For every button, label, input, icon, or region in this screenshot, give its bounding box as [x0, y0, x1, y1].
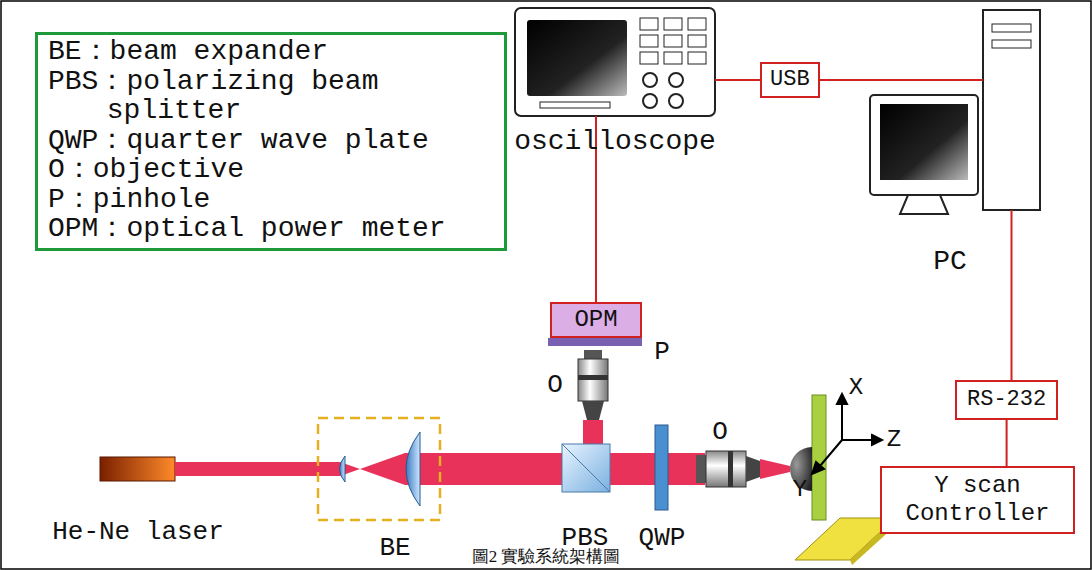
node-text: USB: [770, 67, 810, 93]
node-text: PBS：polarizing beam splitter: [48, 67, 498, 126]
rs232-box: RS-232: [955, 380, 1058, 420]
large-lens: [406, 432, 420, 506]
node-text: Y scan Controller: [890, 472, 1065, 528]
axes: [812, 394, 882, 474]
controller-box: Y scan Controller: [880, 466, 1075, 534]
part-label: X: [849, 375, 863, 401]
pc-drawing: [870, 10, 1040, 214]
pbs-cube: [562, 444, 610, 492]
part-label: Y: [793, 477, 807, 503]
part-label: He-Ne laser: [52, 518, 224, 547]
small-lens: [340, 456, 346, 482]
part-label: O: [547, 371, 563, 400]
node-text: O：objective: [48, 155, 498, 185]
signal-wire: [1006, 420, 1008, 466]
laser-beam: [175, 420, 790, 485]
oscilloscope: oscilloscope: [515, 8, 715, 116]
objective-upper: [578, 350, 608, 420]
node-text: RS-232: [967, 387, 1046, 413]
node-text: OPM：optical power meter: [48, 214, 498, 244]
pbs-diagonal: [562, 444, 610, 492]
figure-caption: 圖2 實驗系統架構圖: [472, 545, 621, 568]
node-text: PC: [933, 246, 967, 277]
qwp-plate: [655, 425, 668, 510]
node-text: OPM: [556, 306, 636, 334]
part-label: QWP: [639, 524, 686, 553]
legend-box: BE：beam expanderPBS：polarizing beam spli…: [35, 32, 507, 251]
node-text: QWP：quarter wave plate: [48, 126, 498, 156]
node-text: BE：beam expander: [48, 37, 498, 67]
pc: PC: [983, 10, 1040, 210]
objective-right: [696, 451, 760, 487]
node-text: oscilloscope: [514, 126, 716, 157]
part-label: O: [712, 418, 728, 447]
signal-wire: [1011, 210, 1013, 380]
sample-holder: [812, 395, 826, 520]
signal-wire: [820, 79, 983, 81]
part-label: Z: [887, 427, 901, 453]
signal-wire: [715, 79, 760, 81]
beam-expander-frame: [318, 418, 440, 520]
oscilloscope-drawing: [515, 8, 715, 116]
pinhole: [548, 338, 642, 346]
usb-box: USB: [760, 62, 820, 98]
opm-box: OPM: [550, 302, 642, 338]
part-label: P: [654, 338, 670, 367]
node-text: P：pinhole: [48, 185, 498, 215]
part-label: BE: [379, 534, 410, 563]
laser-body: [100, 457, 175, 481]
